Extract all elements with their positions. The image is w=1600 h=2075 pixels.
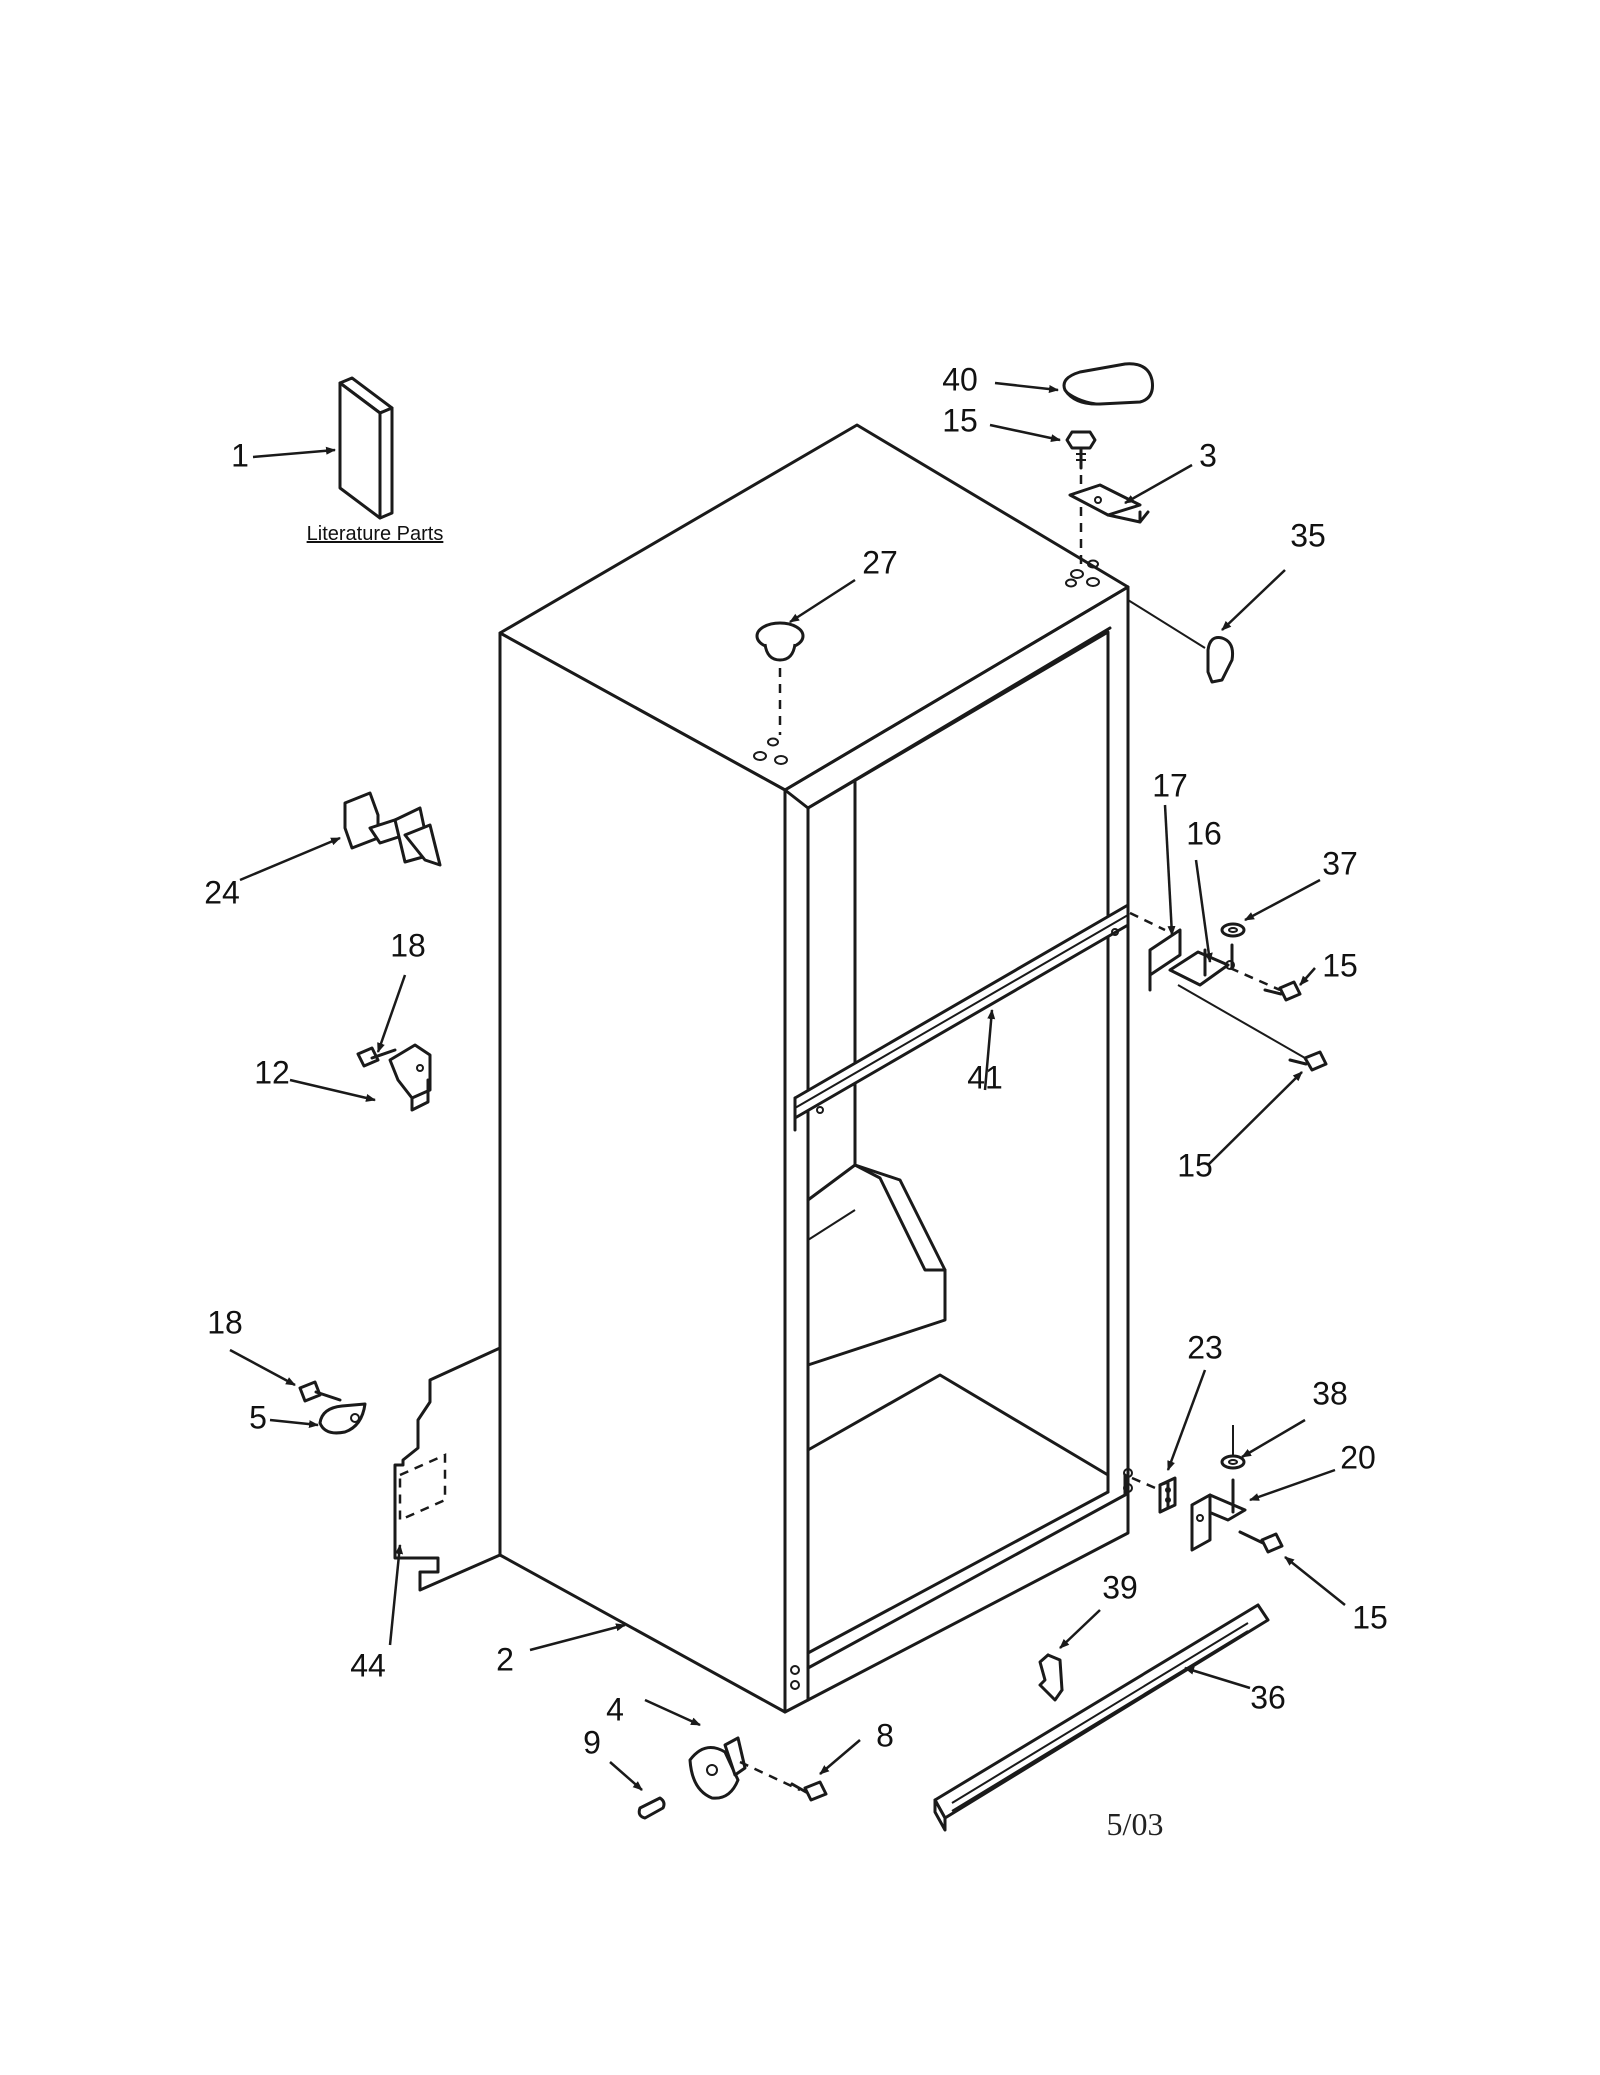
callout-5: 5 (249, 1399, 267, 1435)
roller-screw (790, 1780, 828, 1802)
roller-pin (637, 1796, 666, 1820)
left-hinge-screw (356, 1046, 397, 1068)
callout-35: 35 (1290, 517, 1326, 553)
callout-27: 27 (862, 544, 898, 580)
hinge-cover (1062, 362, 1154, 406)
callout-41: 41 (967, 1059, 1003, 1095)
washer (1220, 922, 1246, 938)
callout-15-center-lower: 15 (1177, 1147, 1213, 1183)
literature-parts (338, 376, 394, 520)
top-hinge (1068, 483, 1150, 524)
bottom-hinge (1190, 1478, 1247, 1552)
callout-20: 20 (1340, 1439, 1376, 1475)
callout-37: 37 (1322, 845, 1358, 881)
callout-2: 2 (496, 1641, 514, 1677)
top-plug (755, 621, 805, 662)
callout-12: 12 (254, 1054, 290, 1090)
callout-39: 39 (1102, 1569, 1138, 1605)
hinge-cover-small (1206, 636, 1234, 684)
callout-15-bottom: 15 (1352, 1599, 1388, 1635)
bottom-hinge-spacer (1158, 1476, 1177, 1514)
roller-assembly (688, 1736, 747, 1800)
callout-17: 17 (1152, 767, 1188, 803)
revision-date: 5/03 (1107, 1806, 1164, 1842)
base-grille (933, 1603, 1270, 1832)
grille-clip (1038, 1653, 1064, 1702)
callout-24: 24 (204, 874, 240, 910)
top-screw (1065, 430, 1097, 470)
cabinet (498, 423, 1133, 1714)
center-hinge-screw-a (1263, 980, 1302, 1002)
callout-1: 1 (231, 437, 249, 473)
callout-44: 44 (350, 1647, 386, 1683)
divider-rail (793, 903, 1130, 1132)
callout-23: 23 (1187, 1329, 1223, 1365)
leader-arrows (229, 381, 1346, 1791)
back-panel (393, 1346, 502, 1592)
callout-15-center: 15 (1322, 947, 1358, 983)
callout-18-upper: 18 (390, 927, 426, 963)
literature-parts-caption: Literature Parts (307, 523, 444, 545)
center-hinge-screw-b (1288, 1050, 1328, 1072)
callout-9: 9 (583, 1724, 601, 1760)
callout-8: 8 (876, 1717, 894, 1753)
callout-15-top: 15 (942, 402, 978, 438)
center-hinge-spacer (1148, 928, 1182, 992)
callout-18-lower: 18 (207, 1304, 243, 1340)
left-hinge (388, 1043, 432, 1112)
cabinet-screw (298, 1380, 342, 1403)
callout-40: 40 (942, 361, 978, 397)
callout-38: 38 (1312, 1375, 1348, 1411)
callout-36: 36 (1250, 1679, 1286, 1715)
callout-16: 16 (1186, 815, 1222, 851)
bottom-washer (1220, 1425, 1246, 1470)
door-stop (343, 791, 442, 867)
bottom-hinge-screw (1238, 1530, 1284, 1554)
clamp (318, 1402, 367, 1435)
callout-3: 3 (1199, 437, 1217, 473)
callout-4: 4 (606, 1691, 624, 1727)
